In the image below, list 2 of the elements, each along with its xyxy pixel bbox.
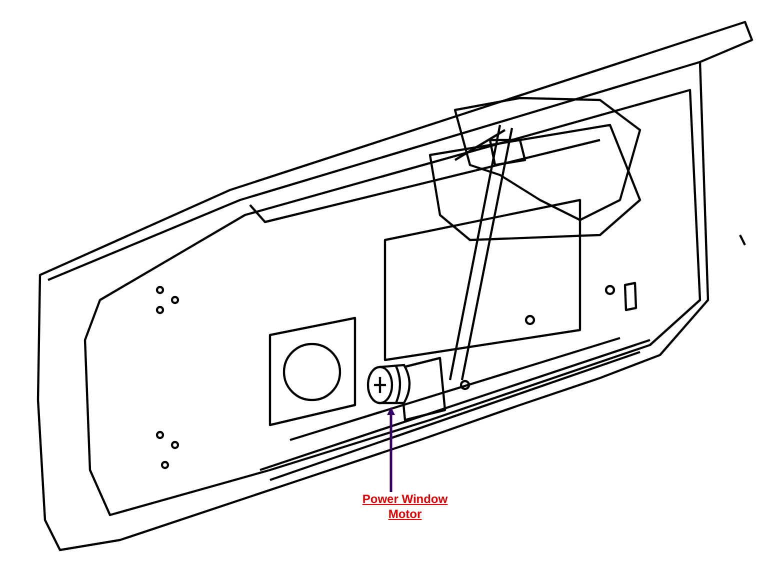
part-label: Power Window Motor (345, 492, 465, 522)
leader-arrow (387, 407, 395, 492)
